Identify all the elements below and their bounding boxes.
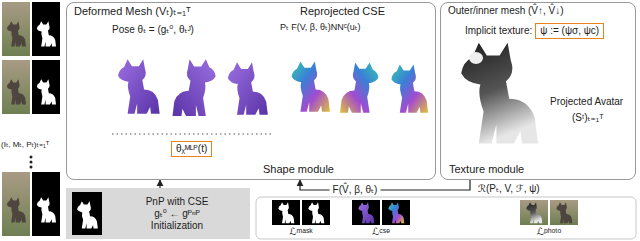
implicit-texture-box: Implicit texture:ψ := (ψσ, ψc) [465, 23, 604, 39]
initialization-box-text: PnP with CSE [146, 196, 209, 208]
initialization-box: PnP with CSEgₜ⁰ ← gᴾⁿᴾInitialization [66, 188, 250, 239]
implicit-texture-box-text: ψ := (ψσ, ψc) [535, 23, 604, 39]
section-title: Outer/inner mesh (V̂↑, V̂↓) [448, 5, 564, 17]
texture-module-panel: Texture module Implicit texture:ψ := (ψσ,… [440, 2, 636, 180]
avatar-label: Projected Avatar [550, 96, 623, 108]
loss-label: ℒᵖʰᵒᵗᵒ [537, 226, 562, 238]
avatar-formula: (Sᵗ)ₜ₌₁ᵀ [572, 112, 603, 124]
section-title: Deformed Mesh (Vₜ)ₜ₌₁ᵀ [74, 5, 191, 18]
cse-formula: Pₜ F(V, β, θₜ)NNᶜ(uₜ) [280, 22, 361, 33]
pose-label: Pose θₜ = (gₜ⁰, θₜᴶ) [112, 24, 194, 36]
input-frames [2, 2, 60, 236]
deformed-meshes [112, 59, 272, 134]
edge-label: F(V̂, β, θₜ) [330, 184, 381, 196]
init-mask [72, 192, 102, 235]
render-formula: ℛ(Pₜ, V, ℱ, ψ) [478, 183, 540, 195]
mlp-pose-box: θᵪᴹᴸᴾ(t) [171, 141, 212, 157]
initialization-ground [66, 188, 250, 239]
connector-arrow [300, 180, 470, 190]
loss-label: ℒᶜˢᵉ [372, 226, 390, 238]
loss-label: ℒᵐᵃˢᵏ [289, 226, 312, 238]
initialization-box-text: gₜ⁰ ← gᴾⁿᴾ [154, 208, 200, 220]
mlp-pose-box-text: θᵪᴹᴸᴾ(t) [171, 141, 212, 157]
texture-module-panel-text: Texture module [449, 163, 524, 176]
projected-avatar [461, 43, 538, 144]
input-label: (Iₜ, Mₜ, Pₜ)ₜ₌₁ᵀ [1, 140, 49, 150]
loss-images [256, 197, 636, 239]
section-title: Reprojected CSE [300, 5, 385, 18]
connector-arrow [159, 180, 160, 188]
cse-meshes [292, 61, 429, 112]
implicit-texture-box-text: Implicit texture: [465, 25, 532, 37]
initialization-box-text: Initialization [151, 220, 203, 232]
shape-module-panel-text: Shape module [263, 163, 334, 176]
